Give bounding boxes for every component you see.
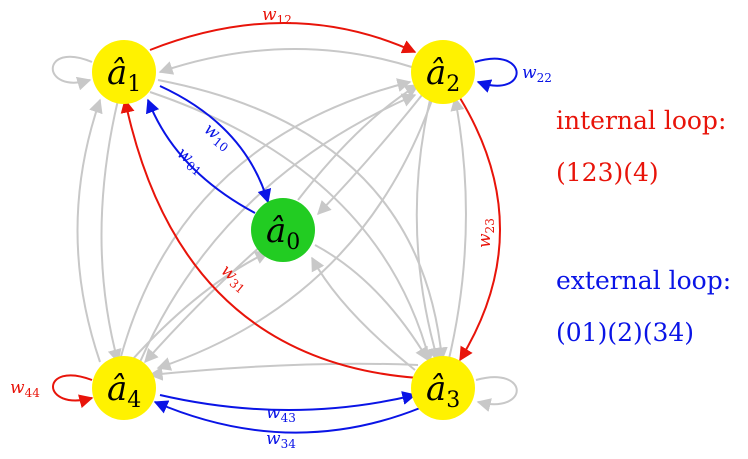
label-w43: w43 <box>266 403 296 425</box>
node-a4-label: â4 <box>107 369 141 413</box>
label-w12: w12 <box>262 5 292 27</box>
edge-a1-a4-gray-inner <box>100 99 122 364</box>
edge-a2-a0-gray <box>317 94 423 216</box>
node-a0-label: â0 <box>266 211 300 255</box>
label-w34: w34 <box>266 429 296 451</box>
node-a0: â0 <box>251 198 315 262</box>
edge-a1-a2-red <box>149 22 417 54</box>
edge-a4-a4-selfloop-red <box>52 374 94 409</box>
node-a1: â1 <box>92 40 156 104</box>
edge-a0-a4-gray <box>144 244 263 364</box>
external-loop-title: external loop: <box>556 266 732 295</box>
node-a4: â4 <box>92 356 156 420</box>
edge-a3-a2-gray <box>447 96 467 364</box>
external-loop-value: (01)(2)(34) <box>556 318 695 347</box>
edge-a1-a1-selfloop <box>51 55 93 91</box>
edge-a2-a1-gray <box>158 47 416 75</box>
edge-a2-a2-selfloop-blue <box>474 57 518 93</box>
edge-a1-a0-blue <box>159 85 272 204</box>
edge-a4-a2-gray-2 <box>139 93 417 363</box>
internal-loop-edges <box>52 22 501 409</box>
edge-a4-a3-blue <box>159 391 417 411</box>
node-a3: â3 <box>411 356 475 420</box>
edge-a3-a1-red <box>120 98 419 379</box>
label-w44: w44 <box>10 378 40 400</box>
edge-a1-a3-gray-2 <box>157 79 448 362</box>
edge-a0-a3-gray <box>314 244 429 362</box>
label-w01: w01 <box>172 143 209 179</box>
internal-loop-value: (123)(4) <box>556 158 659 187</box>
edge-a3-a3-selfloop <box>475 376 518 412</box>
node-a3-label: â3 <box>426 369 460 413</box>
node-a1-label: â1 <box>107 53 141 97</box>
edge-a2-a4-gray <box>156 99 433 371</box>
edge-a3-a4-blue <box>153 400 421 434</box>
node-a1-circle <box>92 40 156 104</box>
node-a2-label: â2 <box>426 53 460 97</box>
nodes: â1 â2 â0 â4 â3 <box>92 40 475 420</box>
node-a2: â2 <box>411 40 475 104</box>
label-w31: w31 <box>216 261 253 297</box>
label-w23: w23 <box>475 218 497 248</box>
edge-a4-a2-gray-1 <box>119 78 412 361</box>
external-loop-edges <box>146 57 518 434</box>
edge-a0-a2-gray <box>297 84 420 201</box>
node-a4-circle <box>92 356 156 420</box>
node-a3-circle <box>411 356 475 420</box>
edge-a2-a3-red <box>459 97 501 362</box>
edge-a2-a3-gray <box>415 99 442 363</box>
edge-a4-a0-gray <box>131 251 270 361</box>
edge-a3-a4-gray-1 <box>148 362 419 381</box>
edge-a3-a0-gray <box>311 256 416 371</box>
edge-a4-a1-gray-outer <box>76 98 103 363</box>
node-a2-circle <box>411 40 475 104</box>
node-a0-circle <box>251 198 315 262</box>
internal-loop-title: internal loop: <box>556 106 727 135</box>
label-w22: w22 <box>522 63 552 85</box>
edge-a0-a1-blue <box>146 98 256 214</box>
